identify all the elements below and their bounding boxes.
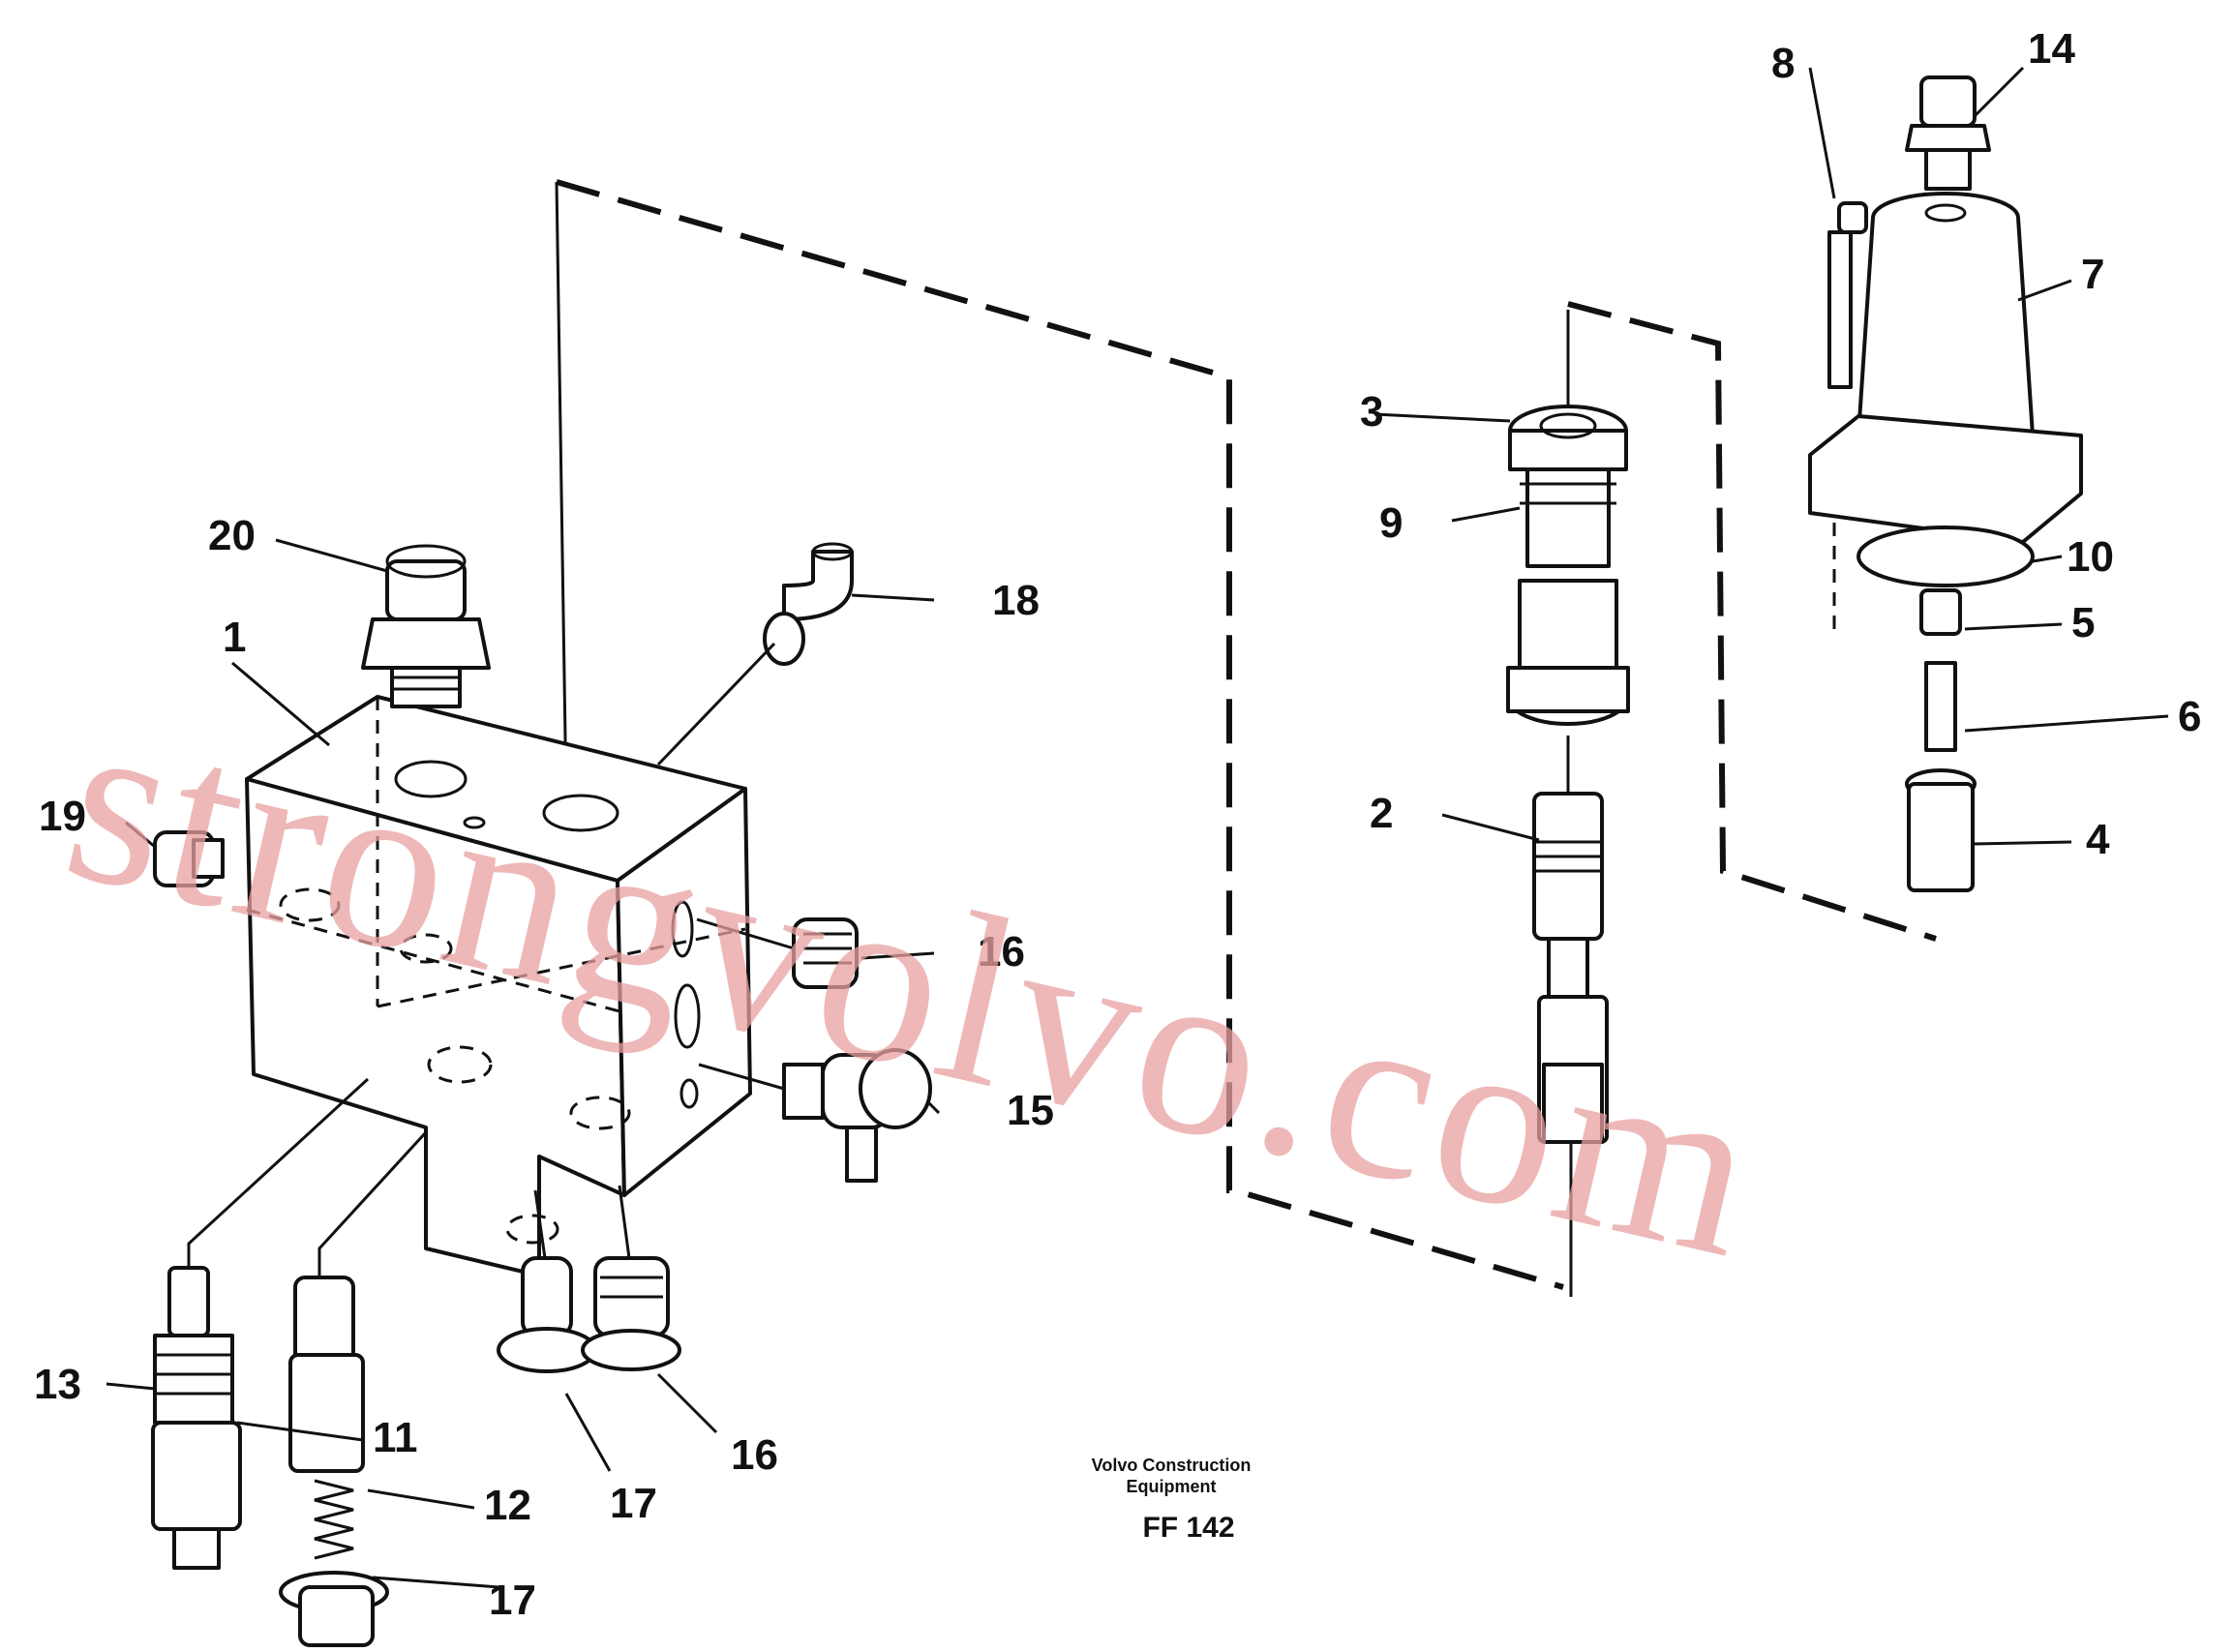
phantom-outline-left xyxy=(556,179,1564,1290)
callout-13: 13 xyxy=(34,1361,81,1408)
leader-block-13 xyxy=(187,1077,370,1268)
callout-18: 18 xyxy=(992,577,1040,624)
callout-6: 6 xyxy=(2178,693,2201,740)
leader-block-16-bottom xyxy=(618,1185,631,1259)
plug-19 xyxy=(153,830,225,887)
callout-10: 10 xyxy=(2067,533,2114,581)
plug-17-bottom xyxy=(279,1571,389,1647)
piston-11 xyxy=(288,1276,365,1473)
callout-8: 8 xyxy=(1771,40,1795,87)
callout-1: 1 xyxy=(223,614,246,661)
caption: Volvo Construction Equipment FF 142 xyxy=(1092,1456,1252,1544)
callout-14: 14 xyxy=(2028,25,2075,73)
callout-16-side: 16 xyxy=(978,928,1025,976)
plug-16-bottom xyxy=(581,1256,681,1371)
valve-cartridge-13 xyxy=(151,1266,242,1570)
leader-18-stem xyxy=(656,642,776,766)
callout-11: 11 xyxy=(373,1414,418,1461)
callout-7: 7 xyxy=(2081,251,2104,298)
plug-16-side xyxy=(792,917,859,989)
callout-19: 19 xyxy=(39,793,86,840)
spring-12 xyxy=(314,1479,354,1560)
caption-line-2: Equipment xyxy=(1127,1477,1217,1496)
spool-stack xyxy=(1506,405,1630,1144)
phantom-outline-right xyxy=(1567,301,1937,942)
callout-3: 3 xyxy=(1360,388,1383,436)
callout-12: 12 xyxy=(484,1482,531,1529)
caption-line-1: Volvo Construction xyxy=(1092,1456,1252,1475)
leader-block-15 xyxy=(698,1063,785,1091)
callout-9: 9 xyxy=(1379,499,1403,547)
callout-15: 15 xyxy=(1007,1087,1054,1134)
callout-leaders xyxy=(106,66,2169,1589)
callout-17-center: 17 xyxy=(610,1480,657,1527)
caption-code: FF 142 xyxy=(1142,1512,1234,1544)
leader-block-11 xyxy=(317,1130,428,1277)
callout-2: 2 xyxy=(1370,790,1393,837)
callout-4: 4 xyxy=(2086,816,2110,863)
fitting-20 xyxy=(361,544,491,708)
banjo-fitting-15 xyxy=(782,1048,932,1183)
callout-5: 5 xyxy=(2071,599,2095,646)
phantom-link-left xyxy=(555,181,568,802)
callout-20: 20 xyxy=(208,512,256,559)
callout-16-bottom: 16 xyxy=(731,1431,778,1479)
cover-assembly xyxy=(1808,75,2083,892)
leader-block-17-center xyxy=(533,1189,547,1259)
leader-block-16-side xyxy=(696,917,795,950)
valve-block xyxy=(245,695,752,1277)
callout-17-bottom: 17 xyxy=(489,1577,536,1624)
plug-17-center xyxy=(497,1256,597,1373)
callout-labels: 1 2 3 4 5 6 7 8 9 10 11 12 13 14 15 16 1… xyxy=(34,25,2201,1624)
elbow-fitting-18 xyxy=(763,542,854,666)
